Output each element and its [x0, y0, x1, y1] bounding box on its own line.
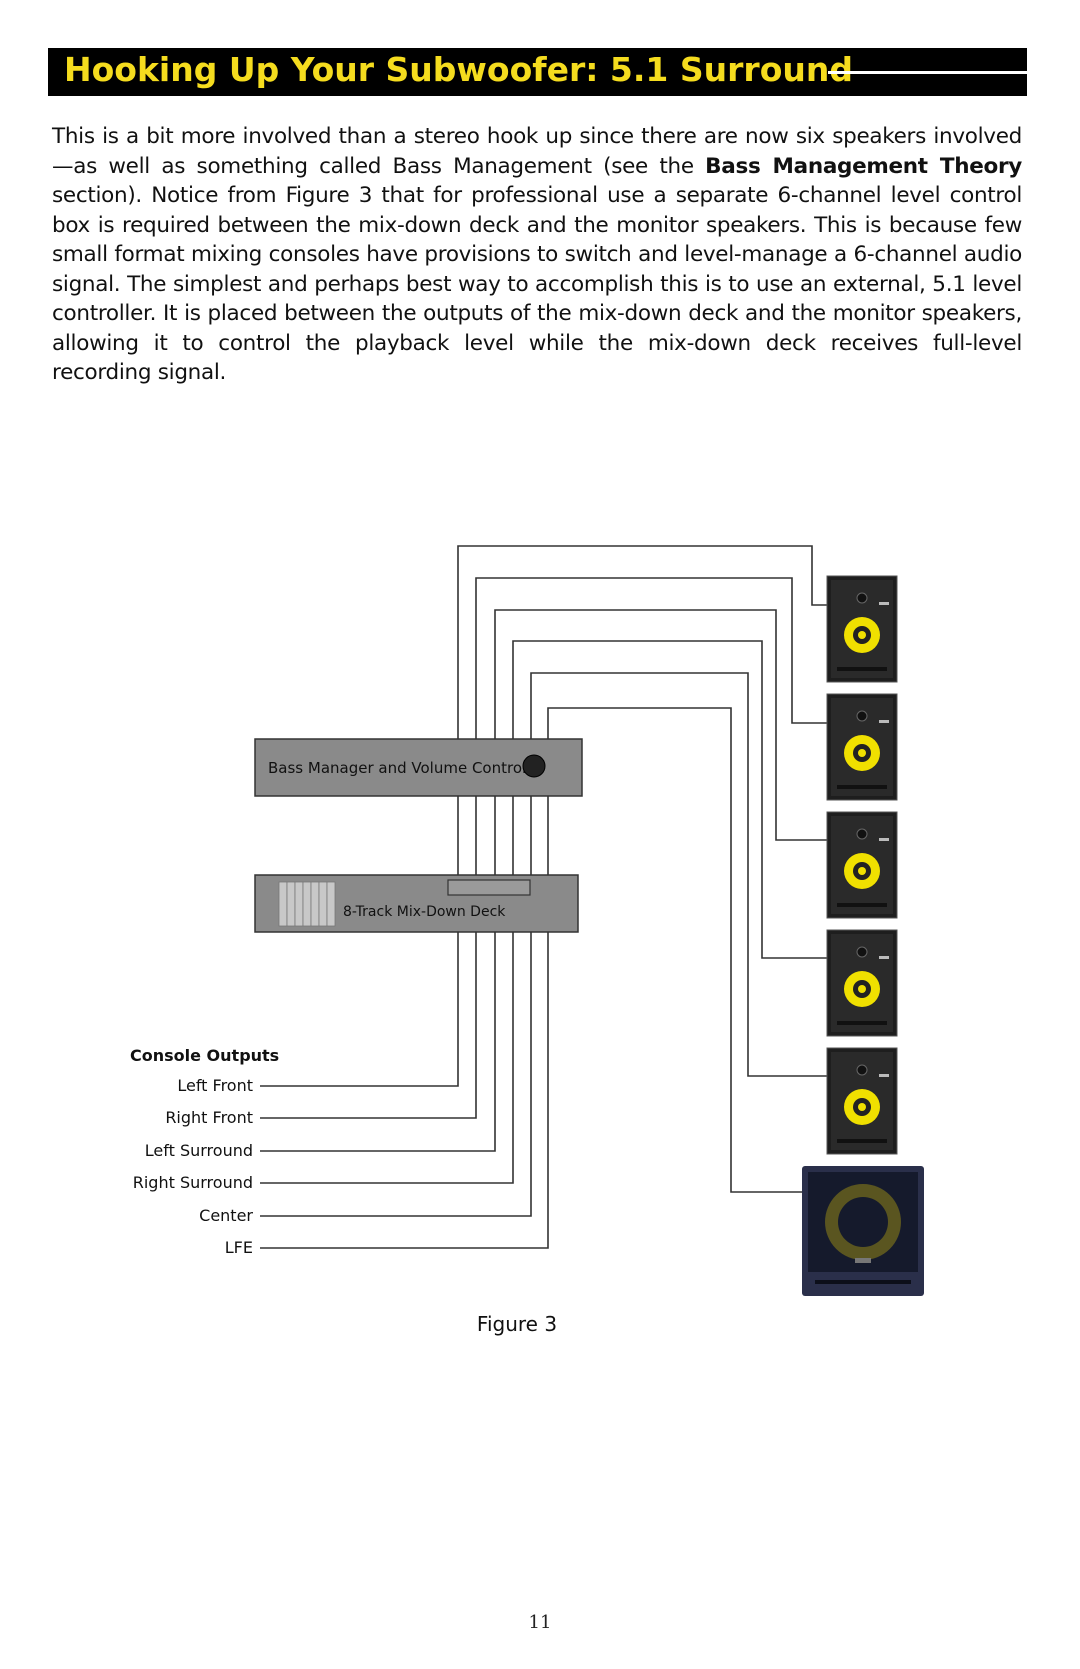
page-number: 11 — [528, 1612, 552, 1633]
output-center: Center — [199, 1206, 253, 1225]
section-title-bar: Hooking Up Your Subwoofer: 5.1 Surround — [48, 48, 1027, 96]
speaker-icon — [826, 575, 898, 683]
title-rule — [828, 71, 1027, 74]
bass-management-reference: Bass Management Theory — [705, 153, 1022, 179]
section-title: Hooking Up Your Subwoofer: 5.1 Surround — [64, 50, 853, 89]
body-paragraph: This is a bit more involved than a stere… — [52, 122, 1022, 388]
output-left-front: Left Front — [177, 1076, 253, 1095]
wire-center — [260, 672, 827, 1217]
speaker-icon — [826, 929, 898, 1037]
wire-left-surround — [260, 609, 827, 1152]
deck-display — [447, 879, 531, 896]
speaker-icon — [826, 693, 898, 801]
wire-right-surround — [260, 640, 827, 1184]
wire-lfe — [260, 707, 802, 1249]
body-intro: This is a bit more involved than a stere… — [52, 124, 1022, 179]
signal-wires — [260, 545, 827, 1249]
subwoofer-icon — [802, 1166, 924, 1296]
deck-label: 8-Track Mix-Down Deck — [343, 904, 506, 920]
figure-caption: Figure 3 — [477, 1312, 557, 1336]
wire-right-front — [260, 577, 827, 1119]
bass-manager-box: Bass Manager and Volume Control — [254, 738, 583, 797]
mixdown-deck: 8-Track Mix-Down Deck — [254, 874, 579, 933]
volume-knob-icon — [522, 754, 546, 778]
output-left-surround: Left Surround — [145, 1141, 253, 1160]
bass-manager-label: Bass Manager and Volume Control — [268, 759, 526, 777]
output-lfe: LFE — [225, 1238, 253, 1257]
output-right-surround: Right Surround — [133, 1173, 253, 1192]
wire-left-front — [260, 545, 827, 1087]
speaker-icon — [826, 1047, 898, 1155]
monitor-speakers — [826, 575, 898, 1155]
deck-fader-grille-icon — [278, 881, 336, 927]
output-right-front: Right Front — [165, 1108, 253, 1127]
console-outputs-heading: Console Outputs — [130, 1046, 279, 1065]
speaker-icon — [826, 811, 898, 919]
body-rest: section). Notice from Figure 3 that for … — [52, 183, 1022, 385]
console-outputs: Console Outputs Left Front Right Front L… — [130, 1046, 279, 1257]
